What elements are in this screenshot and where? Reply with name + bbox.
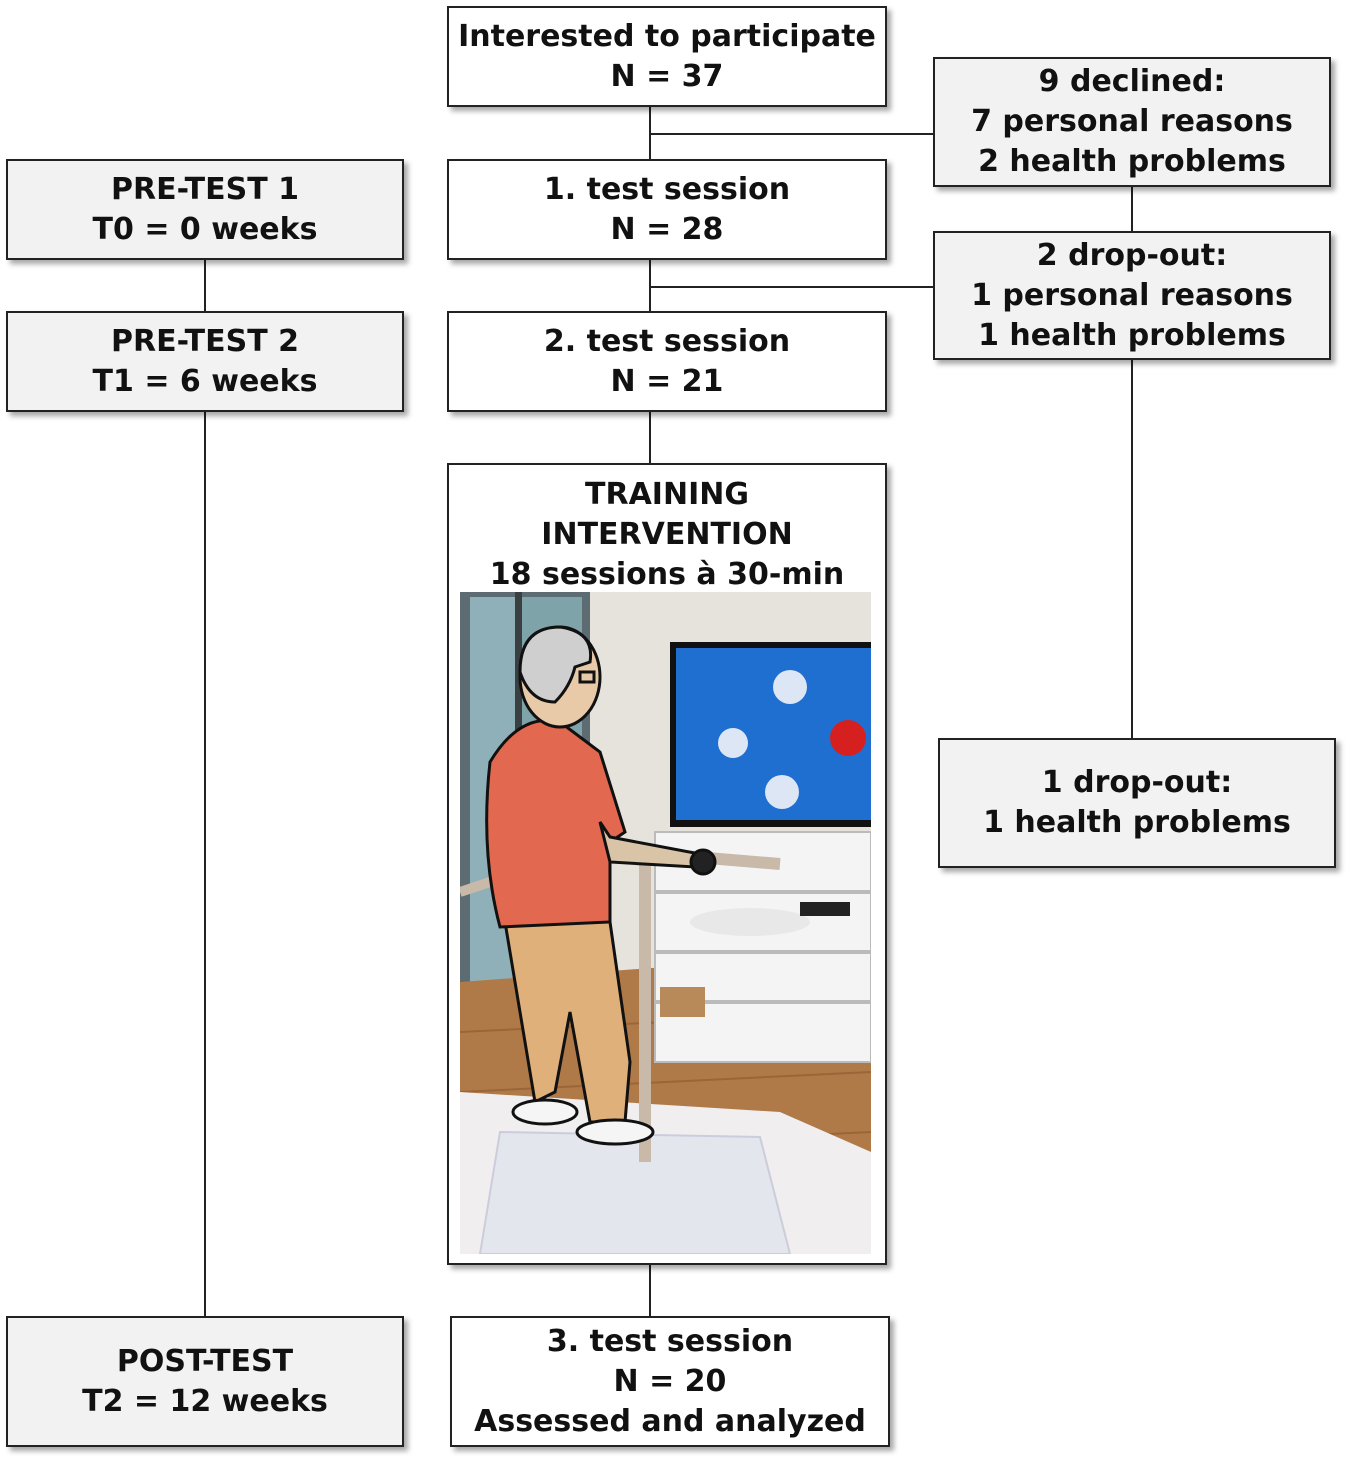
session1-label: 1. test session xyxy=(543,171,791,207)
dropout2-title: 1 drop-out: xyxy=(1041,765,1233,800)
declined-reason-2: 2 health problems xyxy=(978,144,1286,179)
dropout2-reason-1: 1 health problems xyxy=(983,805,1291,840)
session3-count: N = 20 xyxy=(613,1363,727,1399)
posttest-label: POST-TEST xyxy=(116,1343,294,1379)
pretest1-box: PRE-TEST 1 T0 = 0 weeks xyxy=(6,159,404,260)
declined-title: 9 declined: xyxy=(1038,64,1226,99)
session2-box: 2. test session N = 21 xyxy=(447,311,887,412)
interested-box: Interested to participate N = 37 xyxy=(447,6,887,107)
session2-count: N = 21 xyxy=(610,363,724,399)
session2-label: 2. test session xyxy=(543,323,791,359)
dropout1-reason-1: 1 personal reasons xyxy=(971,277,1293,313)
declined-reason-1: 7 personal reasons xyxy=(971,104,1293,139)
training-title-2: INTERVENTION xyxy=(541,517,793,552)
pretest1-time: T0 = 0 weeks xyxy=(92,211,318,247)
dropout1-box: 2 drop-out: 1 personal reasons 1 health … xyxy=(933,231,1331,360)
session3-label: 3. test session xyxy=(546,1323,794,1359)
dropout1-reason-2: 1 health problems xyxy=(978,317,1286,353)
training-title-1: TRAINING xyxy=(585,477,749,512)
training-sessions: 18 sessions à 30-min xyxy=(489,557,845,592)
pretest2-time: T1 = 6 weeks xyxy=(92,363,318,399)
declined-box: 9 declined: 7 personal reasons 2 health … xyxy=(933,57,1331,187)
interested-count: N = 37 xyxy=(610,58,724,94)
session1-box: 1. test session N = 28 xyxy=(447,159,887,260)
posttest-time: T2 = 12 weeks xyxy=(82,1383,328,1419)
training-photo xyxy=(460,592,871,1254)
session1-count: N = 28 xyxy=(610,211,724,247)
posttest-box: POST-TEST T2 = 12 weeks xyxy=(6,1316,404,1447)
pretest2-label: PRE-TEST 2 xyxy=(111,323,299,359)
pretest1-label: PRE-TEST 1 xyxy=(111,171,299,207)
dropout1-title: 2 drop-out: xyxy=(1036,237,1228,273)
session3-box: 3. test session N = 20 Assessed and anal… xyxy=(450,1316,890,1447)
session3-note: Assessed and analyzed xyxy=(474,1403,866,1439)
pretest2-box: PRE-TEST 2 T1 = 6 weeks xyxy=(6,311,404,412)
interested-label: Interested to participate xyxy=(458,18,876,54)
dropout2-box: 1 drop-out: 1 health problems xyxy=(938,738,1336,868)
